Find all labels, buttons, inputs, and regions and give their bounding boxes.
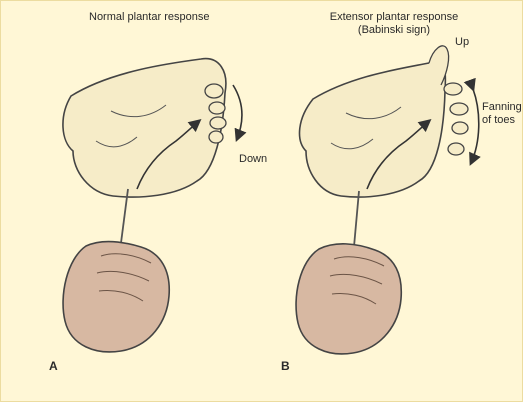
panel-b-letter: B [281, 359, 290, 373]
panel-b-title: Extensor plantar response (Babinski sign… [319, 11, 469, 37]
panel-b-title-line2: (Babinski sign) [319, 24, 469, 37]
panel-a-direction-label: Down [239, 153, 267, 166]
panel-a-drawing [63, 59, 242, 352]
hand-b [296, 244, 401, 354]
panel-a-title: Normal plantar response [89, 11, 209, 24]
fanning-line2: of toes [482, 114, 522, 127]
fanning-line1: Fanning [482, 101, 522, 114]
foot-a [63, 59, 226, 197]
toes-fanned-b [444, 83, 468, 155]
panel-b-drawing [296, 46, 479, 354]
fanning-arrow-b [471, 89, 479, 163]
panel-b-fanning-label: Fanning of toes [482, 101, 522, 127]
panel-a-letter: A [49, 359, 58, 373]
panel-b-direction-label: Up [455, 36, 469, 49]
hand-a [63, 242, 169, 352]
panel-b-title-line1: Extensor plantar response [319, 11, 469, 24]
down-arrow-a [233, 85, 242, 139]
